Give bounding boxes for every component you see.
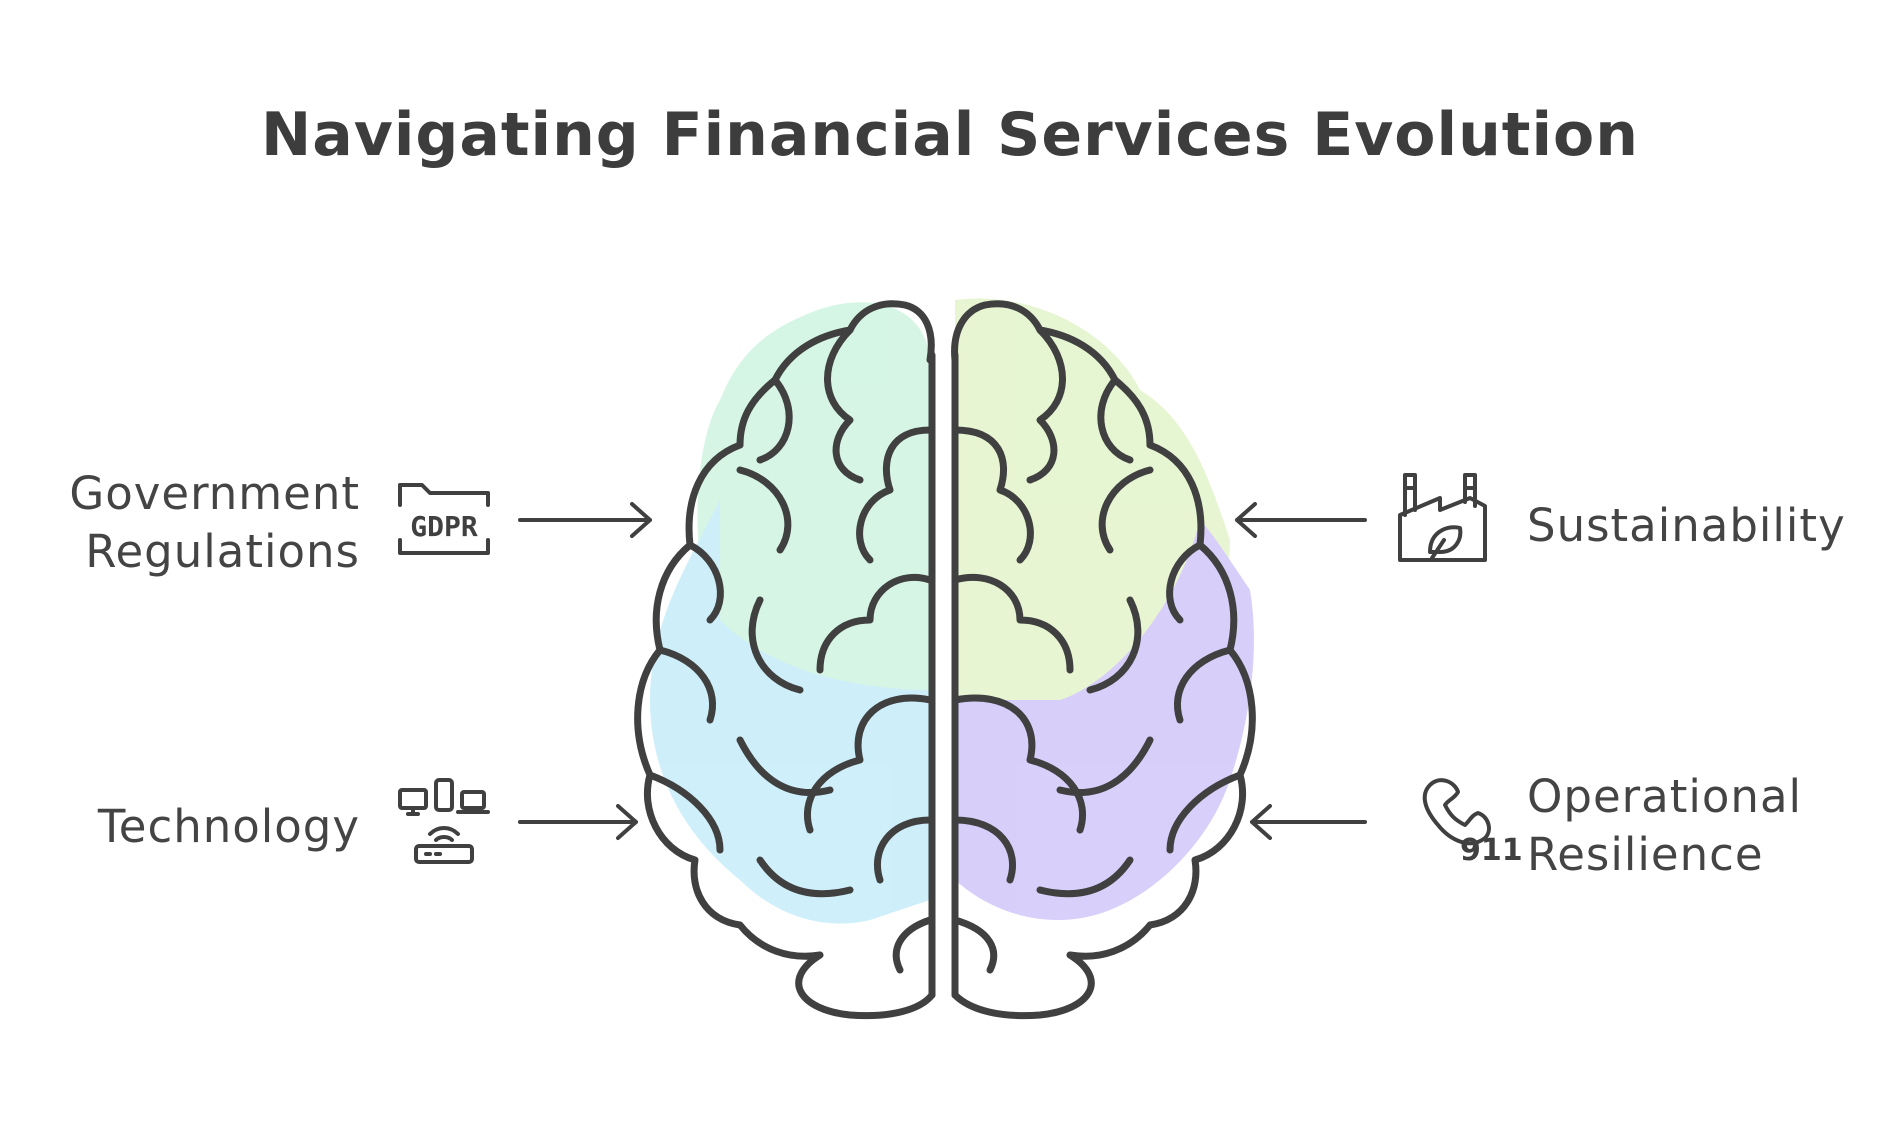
gdpr-folder-icon: GDPR: [398, 483, 490, 555]
right-fold: [1166, 771, 1244, 854]
label-line: Operational: [1527, 770, 1803, 823]
right-fold: [1173, 646, 1234, 724]
left-fold: [756, 376, 793, 464]
phone-shape: [434, 778, 454, 812]
router-wifi: [428, 826, 460, 842]
right-hemisphere-outline: [951, 441, 1256, 1020]
label-technology: Technology: [40, 798, 360, 856]
left-fold: [748, 596, 804, 694]
left-fold: [873, 816, 934, 884]
arrow-technology-to-brain: [518, 804, 638, 840]
left-fold: [686, 541, 724, 624]
laptop-shape: [460, 790, 486, 810]
left-fold: [892, 916, 934, 974]
left-fold: [736, 736, 834, 797]
left-fold: [756, 856, 854, 898]
phone-911-text: 911: [1460, 833, 1523, 868]
leaf-shape: [1428, 525, 1463, 560]
label-line: Sustainability: [1527, 499, 1846, 552]
right-fold: [951, 426, 1034, 564]
phone-911-icon: 911: [1422, 778, 1523, 868]
label-government-regulations: Government Regulations: [40, 465, 360, 581]
phone-handset: [1422, 778, 1491, 846]
right-fold: [1056, 736, 1154, 797]
right-fold: [951, 916, 998, 974]
devices-network-icon: [398, 778, 490, 864]
monitor-shape: [398, 788, 428, 810]
monitor-stand: [406, 806, 420, 816]
label-operational-resilience: Operational Resilience: [1527, 768, 1887, 884]
gdpr-text: GDPR: [410, 510, 478, 543]
left-fold: [736, 466, 792, 554]
left-hemisphere-outline: [634, 441, 936, 1020]
right-fold: [1098, 466, 1154, 554]
right-fold: [1097, 376, 1134, 464]
arrow-sustainability-to-brain: [1235, 502, 1367, 538]
label-line: Technology: [97, 800, 360, 853]
left-fold: [646, 771, 724, 854]
arrow-resilience-to-brain: [1250, 804, 1367, 840]
label-line: Government: [69, 467, 360, 520]
right-fold: [951, 816, 1017, 884]
right-fold: [951, 573, 1074, 674]
arrows: [518, 502, 1367, 840]
right-fold: [1026, 326, 1066, 484]
fill-top-right: [955, 298, 1230, 700]
left-fold: [656, 646, 717, 724]
page-title: Navigating Financial Services Evolution: [261, 100, 1639, 170]
left-fold: [816, 573, 934, 674]
left-fold: [856, 426, 934, 564]
left-fold: [803, 694, 934, 834]
chimney-right: [1463, 473, 1477, 508]
gdpr-folder-outline: [398, 483, 490, 555]
brain-outline: [634, 300, 1256, 1020]
right-fold: [1036, 856, 1134, 898]
label-line: Resilience: [1527, 828, 1764, 881]
right-fold: [1166, 541, 1204, 624]
right-fold: [1086, 596, 1142, 694]
router-box: [414, 844, 474, 864]
chimney-left: [1403, 473, 1417, 517]
right-fold: [951, 694, 1087, 834]
arrow-government-to-brain: [518, 502, 652, 538]
label-line: Regulations: [85, 525, 360, 578]
label-sustainability: Sustainability: [1527, 497, 1887, 555]
factory-leaf-icon: [1398, 473, 1487, 562]
left-fold: [824, 326, 864, 484]
